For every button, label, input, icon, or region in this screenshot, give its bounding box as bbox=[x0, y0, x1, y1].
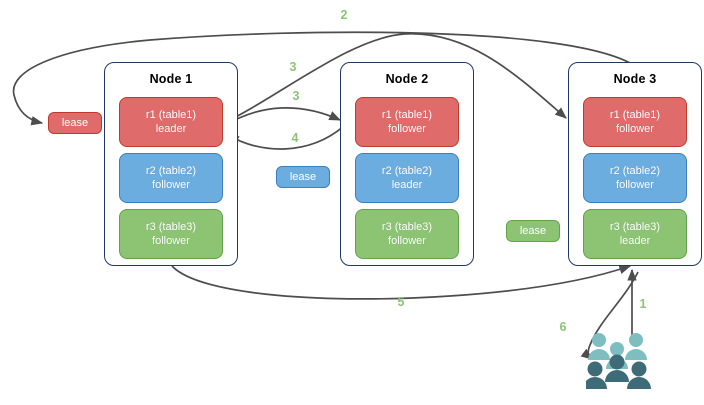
node-box-1[interactable]: Node 1 r1 (table1) leader r2 (table2) fo… bbox=[104, 62, 238, 266]
step-label-1: 1 bbox=[639, 297, 647, 311]
node-2-replica-r1[interactable]: r1 (table1) follower bbox=[355, 97, 459, 147]
node-1-replica-r1-name: r1 (table1) bbox=[145, 109, 197, 121]
node-3-replica-r3-role: leader bbox=[619, 235, 651, 247]
node-2-replica-r1-role: follower bbox=[388, 123, 426, 135]
node-3-replica-r2[interactable]: r2 (table2) follower bbox=[583, 153, 687, 203]
lease-chip-green[interactable]: lease bbox=[506, 220, 560, 242]
node-2-replica-r2-role: leader bbox=[391, 179, 423, 191]
node-2-replica-r1-name: r1 (table1) bbox=[381, 109, 433, 121]
node-1-replica-r3-name: r3 (table3) bbox=[145, 221, 197, 233]
node-box-2[interactable]: Node 2 r1 (table1) follower r2 (table2) … bbox=[340, 62, 474, 266]
node-1-replica-r3[interactable]: r3 (table3) follower bbox=[119, 209, 223, 259]
edge-step-5 bbox=[171, 264, 632, 300]
people-icon bbox=[586, 333, 651, 389]
node-2-replica-r3-name: r3 (table3) bbox=[381, 221, 433, 233]
node-1-replica-r3-role: follower bbox=[152, 235, 190, 247]
lease-chip-green-label: lease bbox=[519, 225, 547, 237]
node-3-replica-r1-role: follower bbox=[616, 123, 654, 135]
node-3-replica-r1-name: r1 (table1) bbox=[609, 109, 661, 121]
node-2-replica-r3[interactable]: r3 (table3) follower bbox=[355, 209, 459, 259]
node-3-replica-r3-name: r3 (table3) bbox=[609, 221, 661, 233]
lease-chip-blue-label: lease bbox=[289, 171, 317, 183]
node-1-replica-r1[interactable]: r1 (table1) leader bbox=[119, 97, 223, 147]
step-label-2: 2 bbox=[340, 8, 348, 22]
node-1-replica-r1-role: leader bbox=[155, 123, 187, 135]
node-3-replica-r2-name: r2 (table2) bbox=[609, 165, 661, 177]
node-3-title: Node 3 bbox=[613, 72, 657, 86]
step-label-4: 4 bbox=[291, 131, 299, 145]
step-label-3-short: 3 bbox=[292, 89, 300, 103]
step-label-6: 6 bbox=[559, 320, 567, 334]
lease-chip-red-label: lease bbox=[61, 117, 89, 129]
node-box-3[interactable]: Node 3 r1 (table1) follower r2 (table2) … bbox=[568, 62, 702, 266]
step-label-5: 5 bbox=[397, 295, 405, 309]
node-2-replica-r2[interactable]: r2 (table2) leader bbox=[355, 153, 459, 203]
step-label-3-long: 3 bbox=[289, 60, 297, 74]
node-3-replica-r2-role: follower bbox=[616, 179, 654, 191]
node-1-title: Node 1 bbox=[149, 72, 193, 86]
lease-chip-red[interactable]: lease bbox=[48, 112, 102, 134]
node-1-replica-r2[interactable]: r2 (table2) follower bbox=[119, 153, 223, 203]
people-icon-front-row bbox=[586, 354, 651, 389]
edge-step-3-short bbox=[223, 107, 342, 127]
node-1-replica-r2-role: follower bbox=[152, 179, 190, 191]
node-1-replica-r2-name: r2 (table2) bbox=[145, 165, 197, 177]
node-3-replica-r1[interactable]: r1 (table1) follower bbox=[583, 97, 687, 147]
node-2-title: Node 2 bbox=[385, 72, 429, 86]
node-3-replica-r3[interactable]: r3 (table3) leader bbox=[583, 209, 687, 259]
lease-chip-blue[interactable]: lease bbox=[276, 166, 330, 188]
node-2-replica-r2-name: r2 (table2) bbox=[381, 165, 433, 177]
node-2-replica-r3-role: follower bbox=[388, 235, 426, 247]
